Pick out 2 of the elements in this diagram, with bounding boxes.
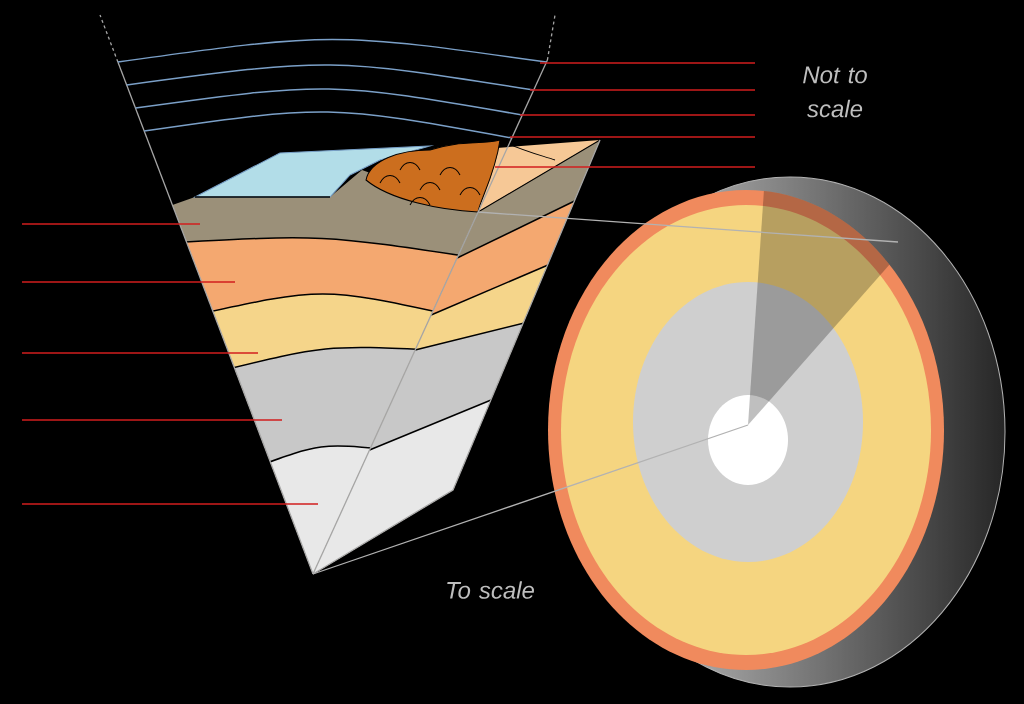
scale-note: To scale xyxy=(447,581,534,599)
scale-note: Not to scale xyxy=(803,66,867,118)
